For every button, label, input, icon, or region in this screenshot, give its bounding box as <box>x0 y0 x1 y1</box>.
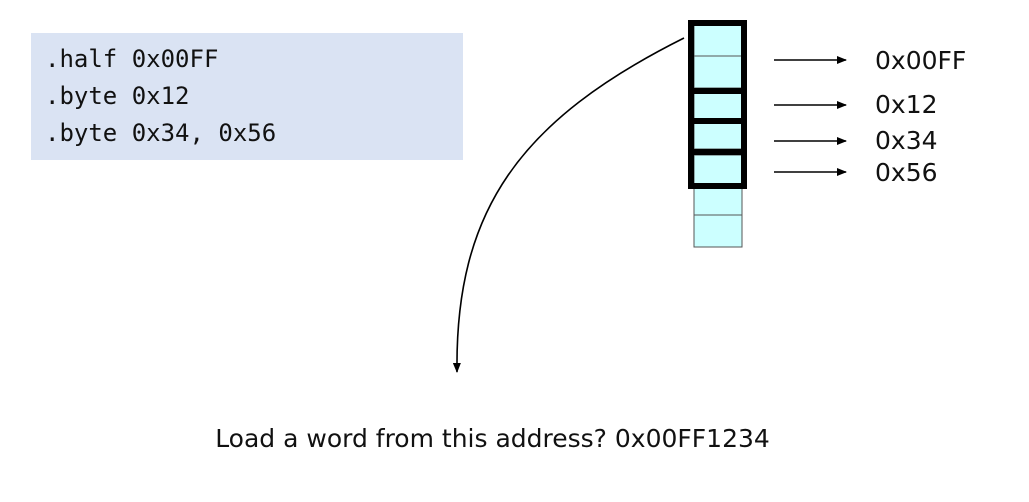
memory-group-outlines <box>688 20 747 189</box>
memory-cell <box>693 92 743 120</box>
memory-cell <box>693 154 743 186</box>
code-line-byte-1: .byte 0x12 <box>45 82 190 110</box>
memory-cell <box>693 55 743 89</box>
code-line-byte-2: .byte 0x34, 0x56 <box>45 119 277 147</box>
halfword-outline <box>688 20 747 189</box>
value-label-0x56: 0x56 <box>875 158 938 187</box>
assembly-code-block: .half 0x00FF .byte 0x12 .byte 0x34, 0x56 <box>31 33 463 160</box>
memory-cell <box>693 122 743 150</box>
question-text: Load a word from this address? 0x00FF123… <box>215 424 770 453</box>
memory-cell <box>693 214 743 248</box>
code-line-half: .half 0x00FF <box>45 45 219 73</box>
memory-cells <box>693 23 743 248</box>
address-pointer-arrow <box>452 37 685 373</box>
value-label-0x34: 0x34 <box>875 126 938 155</box>
memory-cell <box>693 184 743 216</box>
memory-cell <box>693 23 743 57</box>
value-label-0x00ff: 0x00FF <box>875 46 967 75</box>
value-label-0x12: 0x12 <box>875 90 938 119</box>
value-arrows <box>774 56 847 176</box>
